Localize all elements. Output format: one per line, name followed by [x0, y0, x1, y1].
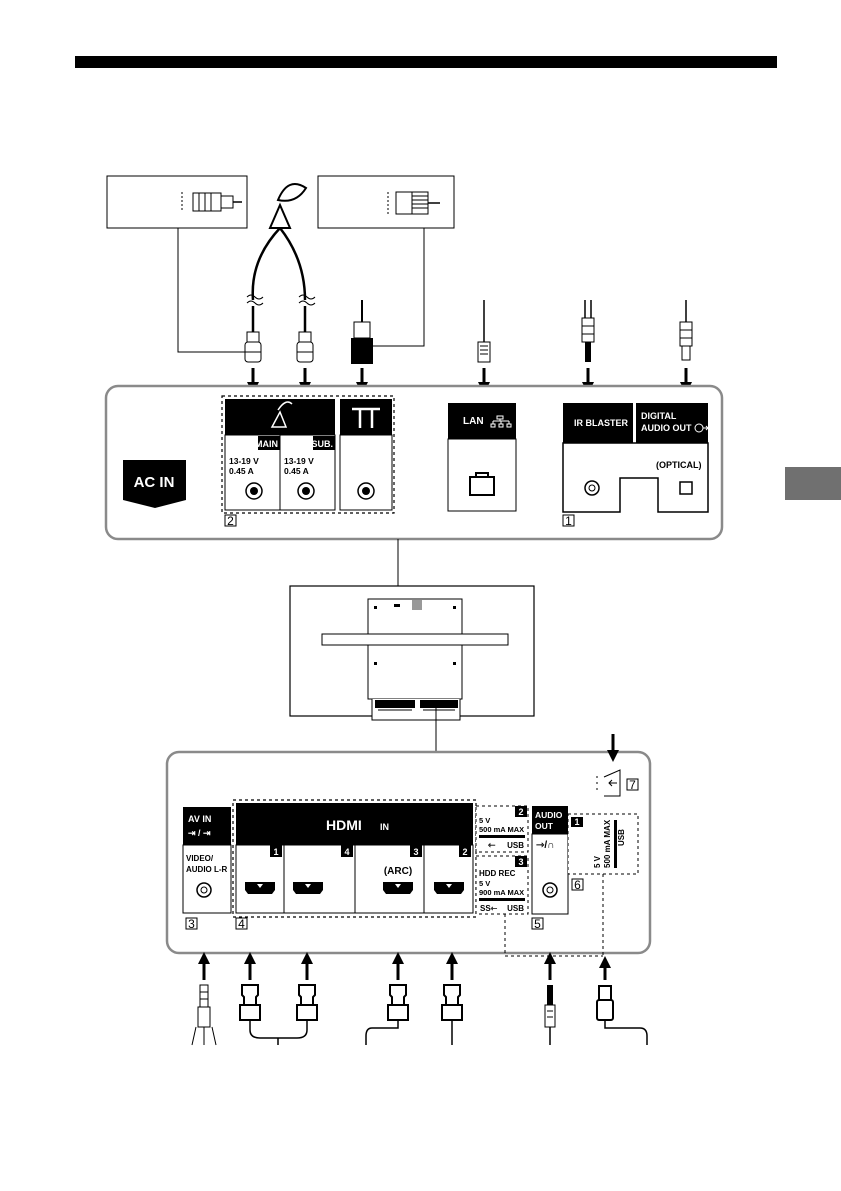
ref-number: 3 [188, 917, 195, 931]
ref-number: 1 [565, 514, 572, 528]
hdmi-3-number: 3 [413, 847, 418, 857]
antenna-plug-callout [318, 176, 454, 228]
av-in-label: AV IN [188, 814, 211, 824]
satellite-plug-icon [297, 332, 313, 362]
usb-3-voltage: 5 V [479, 879, 490, 888]
usb-1-voltage: 5 V [593, 855, 602, 868]
optical-label: (OPTICAL) [656, 460, 702, 470]
usb-ss-icon: SS⇽ [480, 904, 498, 913]
hdmi-cable-icon [442, 985, 462, 1020]
sat-sub-current: 0.45 A [284, 466, 309, 476]
hdmi-cable-icon [240, 985, 260, 1020]
hdmi-2-number: 2 [462, 847, 467, 857]
connection-arrows-bottom [204, 958, 605, 980]
headphone-icon: ⇾/∩ [536, 840, 554, 851]
hdmi-cable-icon [388, 985, 408, 1020]
av-in-icons: ⇥ / ⇥ [188, 828, 211, 838]
ref-number: 4 [238, 917, 245, 931]
audio-cable-icon [545, 985, 555, 1045]
sat-main-current: 0.45 A [229, 466, 254, 476]
tv-rear-view [290, 586, 534, 720]
optical-port[interactable] [680, 482, 692, 494]
audio-out-label-2: OUT [535, 821, 554, 831]
usb-3-current: 900 mA MAX [479, 888, 524, 897]
svg-text:AC IN: AC IN [134, 474, 175, 491]
usb-2-current: 500 mA MAX [479, 825, 524, 834]
lan-port[interactable] [470, 473, 494, 495]
hdmi-1-port[interactable] [245, 882, 275, 894]
ref-number: 5 [534, 917, 541, 931]
ref-number: 7 [629, 778, 636, 792]
usb-icon: ⇽ [487, 840, 496, 850]
usb-2-number: 2 [518, 807, 523, 817]
av-in-port[interactable] [197, 883, 211, 897]
digital-audio-label-1: DIGITAL [641, 411, 677, 421]
antenna-port[interactable] [358, 483, 374, 499]
hdmi-3-port[interactable] [383, 882, 413, 894]
hdmi-2-port[interactable] [434, 882, 464, 894]
hdmi-in-label: IN [380, 822, 389, 832]
ir-blaster-port[interactable] [585, 481, 599, 495]
usb-2-label: USB [507, 841, 524, 850]
sat-main-port[interactable] [246, 483, 262, 499]
hdmi-4-port[interactable] [293, 882, 323, 894]
ref-number: 6 [574, 878, 581, 892]
usb-2-voltage: 5 V [479, 816, 490, 825]
ac-in-label: AC IN [123, 460, 186, 508]
usb-1-label: USB [617, 829, 626, 846]
section-tab [785, 467, 841, 500]
satellite-plug-callout [107, 176, 247, 228]
hdmi-4-number: 4 [344, 847, 349, 857]
sat-sub-label: SUB. [311, 439, 333, 449]
usb-3-number: 3 [518, 857, 523, 867]
sat-sub-voltage: 13-19 V [284, 456, 314, 466]
sat-sub-port[interactable] [298, 483, 314, 499]
hdmi-logo: HDMI [326, 817, 362, 833]
satellite-plug-icon [245, 332, 261, 362]
lan-plug-icon [478, 342, 490, 362]
video-audio-label-1: VIDEO/ [186, 854, 214, 863]
hdmi-cable-icon [297, 985, 317, 1020]
video-audio-label-2: AUDIO L-R [186, 865, 228, 874]
antenna-plug-icon [351, 322, 373, 364]
usb-3-label: USB [507, 904, 524, 913]
sat-main-voltage: 13-19 V [229, 456, 259, 466]
optical-plug-icon [680, 322, 692, 360]
audio-out-port[interactable] [543, 883, 557, 897]
audio-out-label-1: AUDIO [535, 810, 563, 820]
satellite-dish-icon [270, 184, 306, 228]
ir-blaster-plug-icon [582, 318, 594, 362]
lan-label: LAN [463, 416, 484, 427]
usb-cable-icon [597, 986, 647, 1045]
arc-label: (ARC) [384, 866, 412, 877]
header-bar [75, 56, 777, 68]
digital-audio-label-2: AUDIO OUT [641, 423, 692, 433]
usb-3-hdd-rec: HDD REC [479, 869, 516, 878]
hdmi-1-number: 1 [273, 847, 278, 857]
ref-number: 2 [227, 514, 234, 528]
sat-main-label: MAIN [255, 439, 278, 449]
av-cable-icon [192, 985, 216, 1045]
ir-blaster-label: IR BLASTER [574, 418, 629, 428]
usb-1-number: 1 [574, 817, 579, 827]
usb-1-current: 500 mA MAX [603, 819, 612, 868]
